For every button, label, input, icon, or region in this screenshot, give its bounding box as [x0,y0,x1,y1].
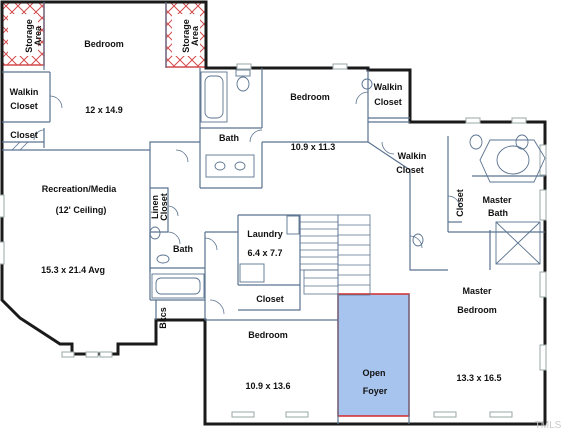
bkcs-label: Bkcs [158,307,168,329]
bedroom-top-dim: 12 x 14.9 [85,105,123,115]
foyer-area [337,293,410,417]
walkin-mid-label-1: Walkin [374,82,403,92]
master-bath-label-2: Bath [488,208,508,218]
bedroom-mid-label: Bedroom [290,92,330,102]
closet-small-label: Closet [256,294,284,304]
bedroom-bottom-dim: 10.9 x 13.6 [245,381,290,391]
linen-label-1: Linen [150,195,160,219]
bedroom-top-label: Bedroom [84,39,124,49]
master-bath-label-1: Master [482,195,512,205]
master-bedroom-label-1: Master [462,286,492,296]
laundry-label: Laundry [247,229,283,239]
stairs [299,214,371,296]
rec-ceiling-label: (12' Ceiling) [56,205,107,215]
closet-vertical-label: Closet [455,189,465,217]
interior-walls [2,2,545,424]
bedroom-bottom-label: Bedroom [248,330,288,340]
master-bedroom-dim: 13.3 x 16.5 [456,373,501,383]
storage-right-label-1: Storage [181,19,191,53]
rec-dim: 15.3 x 21.4 Avg [41,265,105,275]
walkin-master-label-1: Walkin [398,151,427,161]
bath-left-label: Bath [173,244,193,254]
bath-top-label: Bath [219,133,239,143]
bedroom-mid-dim: 10.9 x 11.3 [291,142,336,152]
door-swings [11,91,461,315]
foyer-label-1: Open [362,368,385,378]
windows [0,63,547,418]
walkin-mid-label-2: Closet [374,97,402,107]
walkin-left-label-2: Closet [10,101,38,111]
laundry-dim: 6.4 x 7.7 [247,248,282,258]
linen-label-2: Closet [159,193,169,221]
storage-right-label-2: Area [190,25,200,46]
rec-label: Recreation/Media [42,184,118,194]
fixtures [149,69,546,299]
closet-left-label: Closet [10,130,38,140]
walkin-master-label-2: Closet [396,165,424,175]
walkin-left-label-1: Walkin [10,87,39,97]
watermark: TMLS [535,420,562,431]
master-bedroom-label-2: Bedroom [457,305,497,315]
storage-left-label-1: Storage [24,19,34,53]
storage-left-label-2: Area [33,25,43,46]
foyer-label-2: Foyer [363,386,388,396]
storage-area-left [1,1,45,66]
